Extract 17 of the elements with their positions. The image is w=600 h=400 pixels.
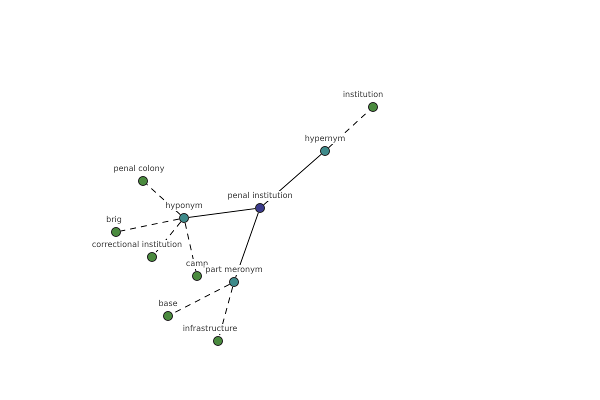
node-label: infrastructure — [182, 324, 238, 334]
node-label: penal colony — [112, 164, 166, 174]
connector-line — [146, 184, 181, 216]
node-label: camp — [184, 259, 210, 269]
connector-line — [188, 208, 256, 218]
node-label: hypernym — [304, 134, 346, 144]
node-label: brig — [105, 215, 123, 225]
connector-line — [218, 286, 234, 337]
node-label: base — [157, 299, 179, 309]
connector-line — [154, 221, 182, 254]
node-label: correctional institution — [90, 240, 184, 250]
node-label: part meronym — [204, 265, 264, 275]
connector-line — [120, 218, 180, 232]
node-label: hyponym — [164, 201, 204, 211]
node-label: institution — [342, 90, 384, 100]
node-label: penal institution — [226, 191, 294, 201]
connector-line — [184, 222, 196, 272]
